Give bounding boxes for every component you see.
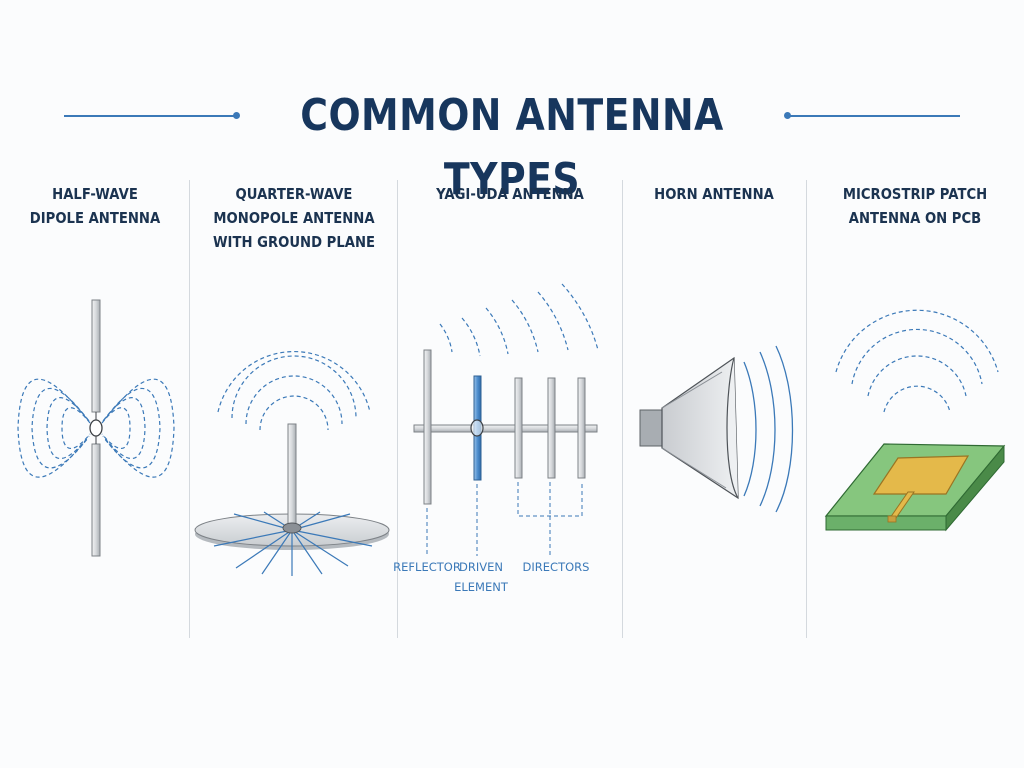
yagi-uda-antenna: REFLECTOR DRIVEN ELEMENT DIRECTORS: [393, 283, 599, 594]
horn-waveguide: [639, 409, 665, 447]
panel-divider: [622, 180, 623, 638]
panel-label-horn: HORN ANTENNA: [633, 182, 795, 206]
title-rule-left: [64, 115, 236, 117]
dipole-radiation-lobes: [17, 378, 175, 478]
panel-label-line: HORN ANTENNA: [654, 185, 774, 203]
yagi-reflector: [423, 349, 432, 505]
title-row: COMMON ANTENNA TYPES: [0, 84, 1024, 205]
panel-label-line: MICROSTRIP PATCH: [842, 185, 988, 203]
panel-label-line: YAGI-UDA ANTENNA: [436, 185, 584, 203]
yagi-boom: [413, 424, 598, 433]
panel-label-monopole: QUARTER-WAVE MONOPOLE ANTENNA WITH GROUN…: [202, 182, 385, 254]
yagi-label-directors: DIRECTORS: [523, 560, 590, 574]
monopole-base: [282, 522, 302, 534]
yagi-director: [547, 377, 556, 479]
page-title: COMMON ANTENNA TYPES: [300, 90, 724, 205]
yagi-feed-point: [470, 419, 484, 437]
dipole-antenna: [17, 299, 175, 557]
monopole-antenna: [194, 351, 390, 576]
panel-label-line: QUARTER-WAVE: [235, 185, 353, 203]
monopole-radiation-arcs: [217, 351, 371, 431]
dipole-feed-point: [89, 419, 103, 437]
title-dot-left: [233, 112, 240, 119]
panel-label-line: WITH GROUND PLANE: [212, 233, 376, 251]
yagi-leader-lines: [426, 482, 583, 556]
panel-divider: [806, 180, 807, 638]
yagi-director: [577, 377, 586, 479]
panel-label-yagi: YAGI-UDA ANTENNA: [411, 182, 608, 206]
title-dot-right: [784, 112, 791, 119]
patch-radiation-arcs: [835, 309, 999, 413]
yagi-label-driven: DRIVEN: [459, 560, 503, 574]
monopole-element: [287, 423, 297, 529]
panel-label-patch: MICROSTRIP PATCH ANTENNA ON PCB: [819, 182, 1011, 230]
panel-label-line: HALF-WAVE: [52, 185, 138, 203]
yagi-label-element: ELEMENT: [454, 580, 509, 594]
panel-label-line: DIPOLE ANTENNA: [29, 209, 161, 227]
horn-radiation-arcs: [743, 345, 794, 513]
panel-divider: [189, 180, 190, 638]
horn-antenna: [639, 345, 794, 513]
microstrip-patch-antenna: [824, 309, 1006, 532]
dipole-lower-element: [91, 443, 101, 557]
title-rule-right: [788, 115, 960, 117]
panel-label-dipole: HALF-WAVE DIPOLE ANTENNA: [11, 182, 178, 230]
dipole-upper-element: [91, 299, 101, 413]
patch-element: [872, 455, 970, 495]
yagi-label-reflector: REFLECTOR: [393, 560, 461, 574]
panel-label-line: MONOPOLE ANTENNA: [213, 209, 375, 227]
yagi-radiation-arcs: [439, 283, 599, 357]
panel-divider: [397, 180, 398, 638]
panel-label-line: ANTENNA ON PCB: [848, 209, 982, 227]
yagi-director: [514, 377, 523, 479]
horn-aperture: [726, 357, 739, 499]
